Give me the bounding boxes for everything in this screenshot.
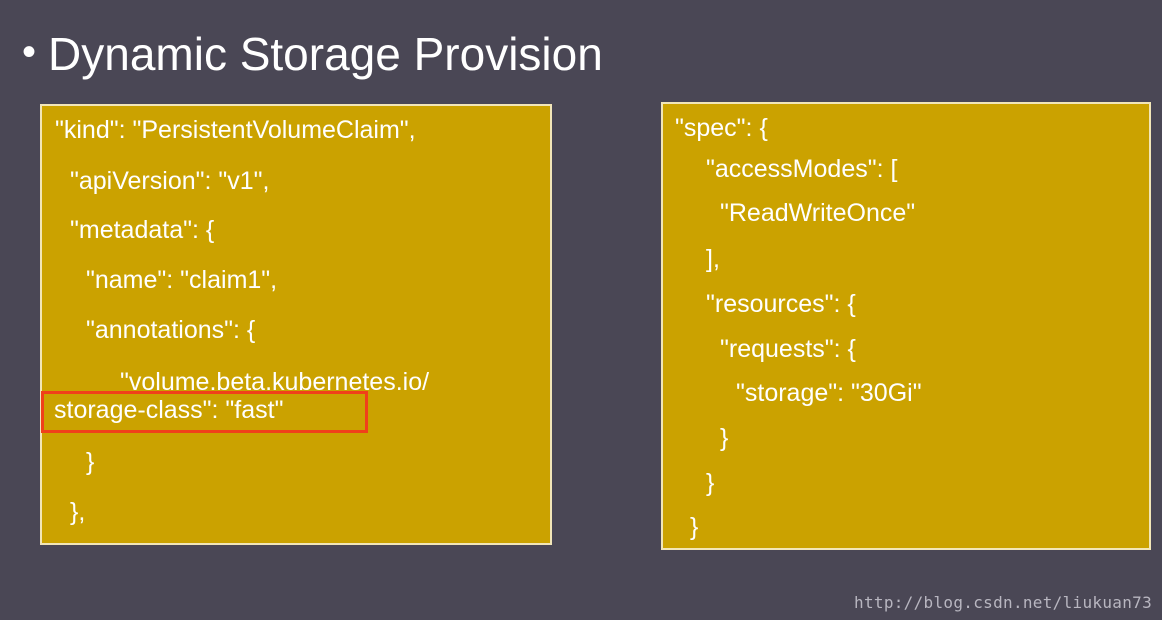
watermark-url: http://blog.csdn.net/liukuan73	[854, 593, 1152, 612]
code-line-spec-close: }	[690, 513, 699, 541]
code-line-storage: "storage": "30Gi"	[736, 379, 922, 407]
slide-title-row: • Dynamic Storage Provision	[22, 24, 603, 84]
storage-class-highlight-box	[41, 391, 368, 433]
code-line-accessmodes: "accessModes": [	[706, 155, 898, 183]
code-line-metadata-close: },	[70, 498, 86, 526]
code-line-name: "name": "claim1",	[86, 266, 278, 294]
slide-title: Dynamic Storage Provision	[48, 28, 603, 80]
code-line-metadata: "metadata": {	[70, 216, 215, 244]
code-line-annotations: "annotations": {	[86, 316, 256, 344]
code-line-apiversion: "apiVersion": "v1",	[70, 167, 270, 195]
code-line-requests: "requests": {	[720, 335, 856, 363]
code-line-resources: "resources": {	[706, 290, 856, 318]
code-line-requests-close: }	[720, 424, 729, 452]
code-line-spec: "spec": {	[675, 114, 768, 142]
code-line-resources-close: }	[706, 469, 715, 497]
bullet-point: •	[22, 30, 37, 74]
code-line-readwriteonce: "ReadWriteOnce"	[720, 199, 916, 227]
code-line-accessmodes-close: ],	[706, 245, 720, 273]
code-panel-right: "spec": { "accessModes": [ "ReadWriteOnc…	[661, 102, 1151, 550]
code-line-kind: "kind": "PersistentVolumeClaim",	[55, 116, 416, 144]
code-panel-left: "kind": "PersistentVolumeClaim", "apiVer…	[40, 104, 552, 545]
code-line-annotations-close: }	[86, 448, 95, 476]
code-line-storage-class: storage-class": "fast"	[54, 396, 284, 424]
code-line-annotation-key: "volume.beta.kubernetes.io/	[120, 368, 430, 396]
